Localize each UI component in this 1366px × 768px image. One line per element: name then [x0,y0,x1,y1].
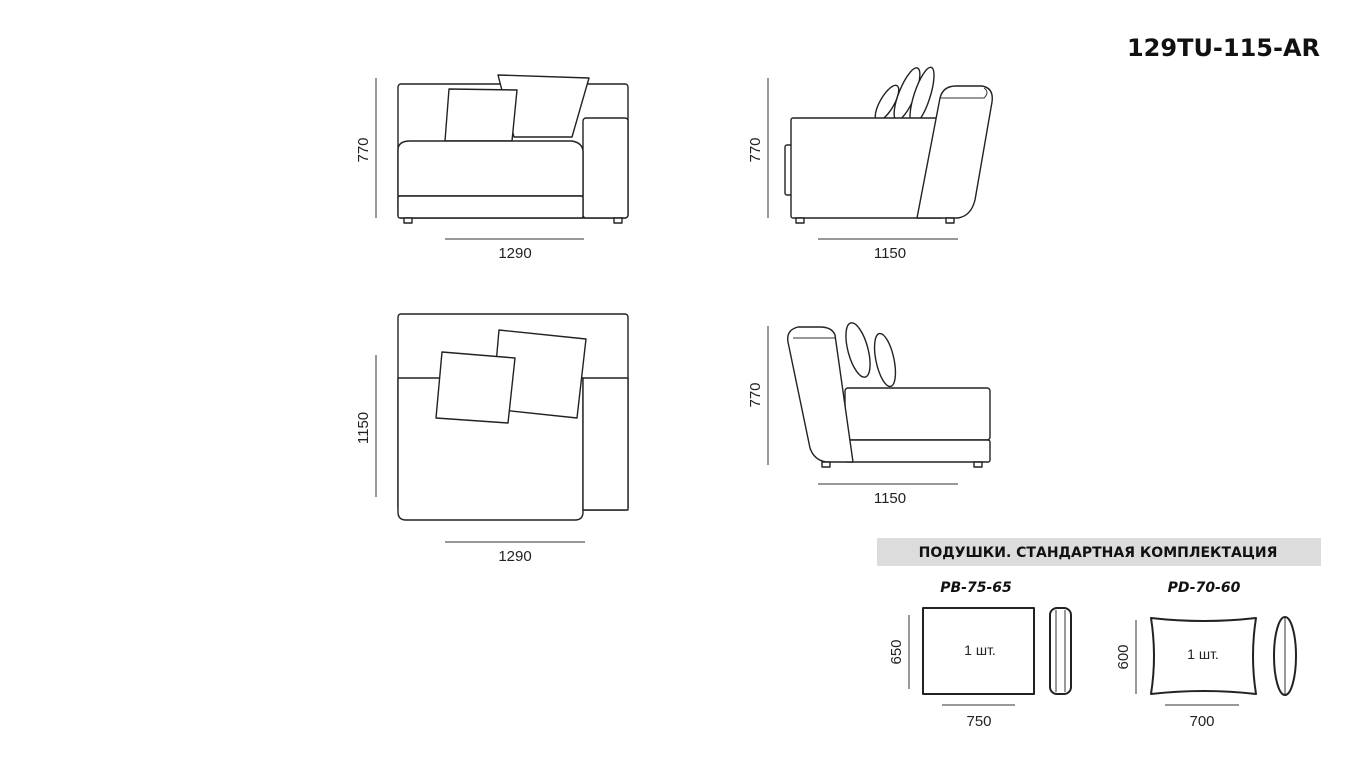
front-height-label: 770 [355,137,372,162]
seat-cushion [397,140,584,197]
side-height-label: 770 [747,137,764,162]
cushion-code: PB-75-65 [940,580,1012,596]
cushion-quantity: 1 шт. [1187,646,1219,662]
armrest [582,117,629,219]
cushion-height-label: 600 [1115,644,1132,669]
cushion-width-label: 750 [966,713,991,730]
cushion-width-label: 700 [1189,713,1214,730]
side-depth-label: 1150 [874,245,906,262]
cushion-height-label: 650 [888,639,905,664]
top-depth-label: 1150 [355,412,372,444]
cushion-quantity: 1 шт. [964,642,996,658]
top-view: 1150 1290 [355,313,629,565]
front-view: 770 1290 [355,74,629,262]
cushion-code: PD-70-60 [1168,580,1241,596]
cushions-section: ПОДУШКИ. СТАНДАРТНАЯ КОМПЛЕКТАЦИЯ PB-75-… [877,538,1321,730]
top-width-label: 1290 [498,548,531,565]
cushion-pb: PB-75-65 1 шт. 650 750 [888,580,1072,730]
side-view-right: 770 1150 [747,66,993,262]
cushions-header: ПОДУШКИ. СТАНДАРТНАЯ КОМПЛЕКТАЦИЯ [919,545,1278,561]
cushion-pd: PD-70-60 1 шт. 600 700 [1115,580,1297,730]
front-width-label: 1290 [498,245,531,262]
left-depth-label: 1150 [874,490,906,507]
front-pillow [444,88,518,142]
left-height-label: 770 [747,382,764,407]
model-code: 129TU-115-AR [1127,34,1320,62]
side-view-left: 770 1150 [747,322,991,507]
